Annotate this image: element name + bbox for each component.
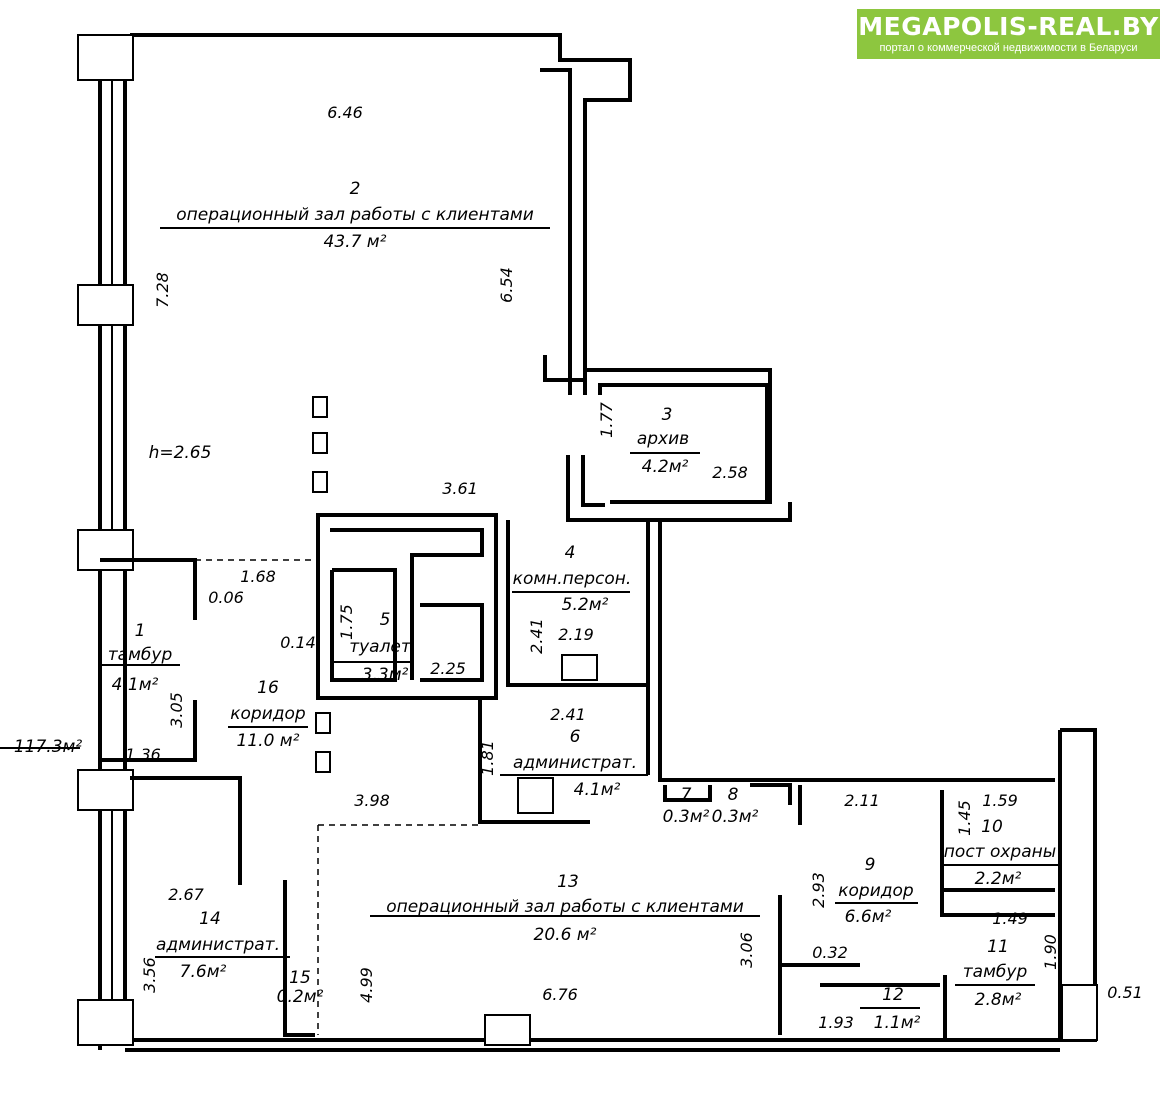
dimension-label: 1.93: [818, 1013, 854, 1032]
room-6-number: 6: [570, 727, 581, 747]
dimension-label: 2.25: [430, 659, 466, 678]
dimension-label: 0.14: [280, 633, 316, 652]
dimension-label: 3.05: [167, 692, 186, 728]
dimension-label: 3.06: [737, 932, 756, 968]
brand-subtitle: портал о коммерческой недвижимости в Бел…: [879, 42, 1138, 54]
room-5-area: 3.3м²: [362, 665, 409, 685]
room-14-area: 7.6м²: [180, 962, 227, 982]
room-10-number: 10: [981, 817, 1003, 837]
dimension-label: 1.81: [478, 740, 497, 776]
room-3-area: 4.2м²: [642, 457, 689, 477]
room-2-area: 43.7 м²: [324, 232, 387, 252]
dimension-label: 1.45: [955, 800, 974, 836]
dimension-label: 2.58: [712, 463, 748, 482]
room-6-area: 4.1м²: [574, 780, 621, 800]
room-11-number: 11: [987, 937, 1009, 957]
room-13-name: операционный зал работы с клиентами: [386, 897, 744, 917]
room-16-area: 11.0 м²: [237, 731, 300, 751]
dimension-label: 2.93: [809, 872, 828, 908]
room-1-name: тамбур: [108, 645, 173, 665]
dimension-label: 1.59: [982, 791, 1018, 810]
dimension-label: 2.67: [168, 885, 204, 904]
dimension-label: 3.98: [354, 791, 390, 810]
dimension-label: 1.36: [125, 745, 161, 764]
room-12-area: 1.1м²: [874, 1013, 921, 1033]
room-8-number: 8: [728, 785, 739, 805]
room-10-name: пост охраны: [944, 842, 1056, 862]
room-2-name: операционный зал работы с клиентами: [176, 205, 534, 225]
room-7-area: 0.3м²: [663, 807, 710, 827]
dimension-label: 2.11: [844, 791, 880, 810]
dimension-label: 0.51: [1107, 983, 1143, 1002]
dimension-labels: 6.46 7.28 6.54 1.77 2.58 3.61 1.68 0.06 …: [125, 103, 1143, 1032]
dimension-label: 7.28: [153, 272, 172, 308]
room-9-number: 9: [865, 855, 876, 875]
room-15-number: 15: [289, 968, 311, 988]
dimension-label: 6.54: [497, 267, 516, 303]
dimension-label: 0.32: [812, 943, 848, 962]
dimension-label: 1.68: [240, 567, 276, 586]
dimension-label: 6.76: [542, 985, 578, 1004]
room-9-name: коридор: [838, 881, 914, 901]
room-7-number: 7: [681, 785, 692, 805]
room-13-number: 13: [557, 872, 579, 892]
room-14-number: 14: [199, 909, 221, 929]
dimension-label: 6.46: [327, 103, 363, 122]
dimension-label: 1.49: [992, 909, 1028, 928]
dimension-label: 4.99: [357, 967, 376, 1003]
dimension-label: 1.90: [1041, 934, 1060, 970]
walls: [0, 33, 1098, 1052]
room-1-number: 1: [135, 621, 146, 641]
room-6-name: администрат.: [513, 753, 637, 773]
dimension-label: 1.77: [597, 401, 616, 437]
brand-badge[interactable]: MEGAPOLIS-REAL.BY портал о коммерческой …: [857, 9, 1160, 59]
dimension-label: 2.19: [558, 625, 594, 644]
room-12-number: 12: [882, 985, 904, 1005]
room-3-name: архив: [637, 429, 689, 449]
dimension-label: 2.41: [550, 705, 586, 724]
room-4-area: 5.2м²: [562, 595, 609, 615]
room-15-area: 0.2м²: [277, 987, 324, 1007]
dimension-label: 2.41: [527, 618, 546, 654]
dimension-label: 0.06: [208, 588, 244, 607]
room-14-name: администрат.: [156, 935, 280, 955]
total-area: 117.3м²: [14, 737, 82, 757]
dimension-label: 1.75: [337, 604, 356, 640]
room-16-number: 16: [257, 678, 279, 698]
room-10-area: 2.2м²: [975, 869, 1022, 889]
dimension-label: 3.56: [140, 957, 159, 993]
room-1-area: 4.1м²: [112, 675, 159, 695]
room-11-area: 2.8м²: [975, 990, 1022, 1010]
room-13-area: 20.6 м²: [534, 925, 597, 945]
room-11-name: тамбур: [963, 962, 1028, 982]
room-3-number: 3: [662, 405, 673, 425]
room-4-number: 4: [565, 543, 576, 563]
room-8-area: 0.3м²: [712, 807, 759, 827]
room-labels: 2 операционный зал работы с клиентами 43…: [14, 179, 1056, 1033]
room-16-name: коридор: [230, 704, 306, 724]
ceiling-height: h=2.65: [149, 443, 212, 463]
room-4-name: комн.персон.: [513, 569, 632, 589]
room-5-name: туалет: [349, 637, 412, 657]
room-9-area: 6.6м²: [845, 907, 892, 927]
brand-title: MEGAPOLIS-REAL.BY: [858, 12, 1159, 41]
room-5-number: 5: [380, 610, 391, 630]
dimension-label: 3.61: [442, 479, 478, 498]
room-2-number: 2: [350, 179, 361, 199]
